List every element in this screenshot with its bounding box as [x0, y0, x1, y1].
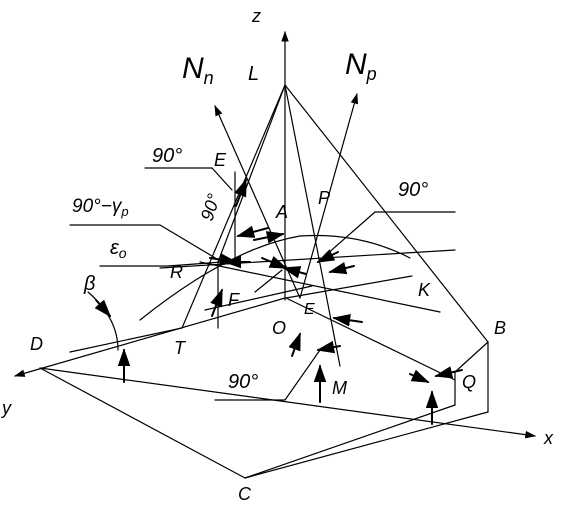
line-C-Q [244, 404, 456, 479]
leader-90-top-2 [211, 167, 233, 191]
beta-arc [87, 291, 119, 351]
lambda-arc [254, 269, 283, 293]
line-O-K [285, 275, 413, 299]
point-E-mid: E [304, 301, 315, 318]
arrow-center-2 [282, 266, 307, 279]
angle-90-right: 90° [398, 179, 428, 201]
angle-90-vertical: 90° [197, 191, 224, 223]
line-T-E [204, 285, 313, 311]
arrow-E-up [234, 178, 247, 207]
line-L-M [284, 84, 341, 367]
arrow-M-left [316, 340, 341, 354]
line-C-B [244, 411, 489, 479]
angle-90-top: 90° [152, 145, 182, 167]
y-axis-label: y [0, 398, 12, 418]
point-P: P [318, 188, 330, 208]
point-K: K [418, 280, 431, 300]
point-C: C [238, 484, 252, 504]
leader-gamma-2 [159, 224, 223, 263]
arrow-90-right-1 [316, 249, 339, 263]
line-B-Q [454, 341, 489, 373]
n-p-label: Np [345, 48, 377, 84]
leader-epsilon-2 [167, 261, 223, 267]
x-axis-label: x [543, 428, 554, 448]
arrow-Q-right [409, 369, 430, 383]
cutting-edge-curve [139, 234, 411, 321]
line-D-C [39, 367, 246, 479]
angle-90-bottom: 90° [228, 371, 258, 393]
y-axis [13, 297, 286, 377]
arrow-E-mid [332, 314, 363, 327]
n-n-label: Nn [182, 52, 214, 88]
arrow-O-left [288, 332, 301, 357]
point-B: B [494, 318, 506, 338]
line-L-T [181, 84, 286, 329]
point-E-top: E [214, 150, 227, 170]
point-T: T [174, 338, 187, 358]
coordinate-axes [13, 30, 537, 439]
line-R-ext [199, 261, 441, 313]
leader-lines [69, 167, 456, 401]
arrow-beta [94, 299, 112, 318]
x-axis [39, 367, 537, 439]
line-L-F [217, 84, 286, 263]
angle-epsilon: εo [110, 237, 127, 261]
point-L: L [248, 63, 259, 85]
point-M: M [332, 378, 347, 398]
arrow-A-left [236, 225, 269, 238]
leader-90-bottom-2 [284, 349, 321, 401]
arrow-F-up [210, 288, 223, 317]
dimension-arrows [94, 178, 463, 425]
line-L-B [284, 84, 489, 343]
point-O: O [272, 318, 286, 338]
line-R-K [159, 249, 456, 269]
angle-beta: β [83, 273, 95, 295]
leader-90-right-2 [317, 211, 376, 263]
point-Q: Q [462, 372, 476, 392]
point-D: D [30, 334, 43, 354]
arrow-A-right [253, 231, 285, 244]
arrow-90-right-2 [328, 261, 355, 275]
line-T-D [69, 327, 183, 353]
construction-lines [39, 84, 489, 479]
n-p-vector [299, 92, 359, 299]
z-axis-label: z [251, 6, 261, 26]
point-R: R [170, 262, 183, 282]
point-A: A [275, 202, 288, 222]
angle-90-minus-gamma: 90°−γp [72, 196, 129, 219]
arrow-Q-left [434, 366, 463, 379]
arrow-center-1 [261, 255, 288, 269]
line-O-Q [285, 297, 456, 381]
arrow-R-right [209, 253, 238, 266]
point-F: F [228, 290, 240, 310]
labels: z y x Nn Np L E A P R F O E K D T M B Q … [0, 6, 554, 504]
